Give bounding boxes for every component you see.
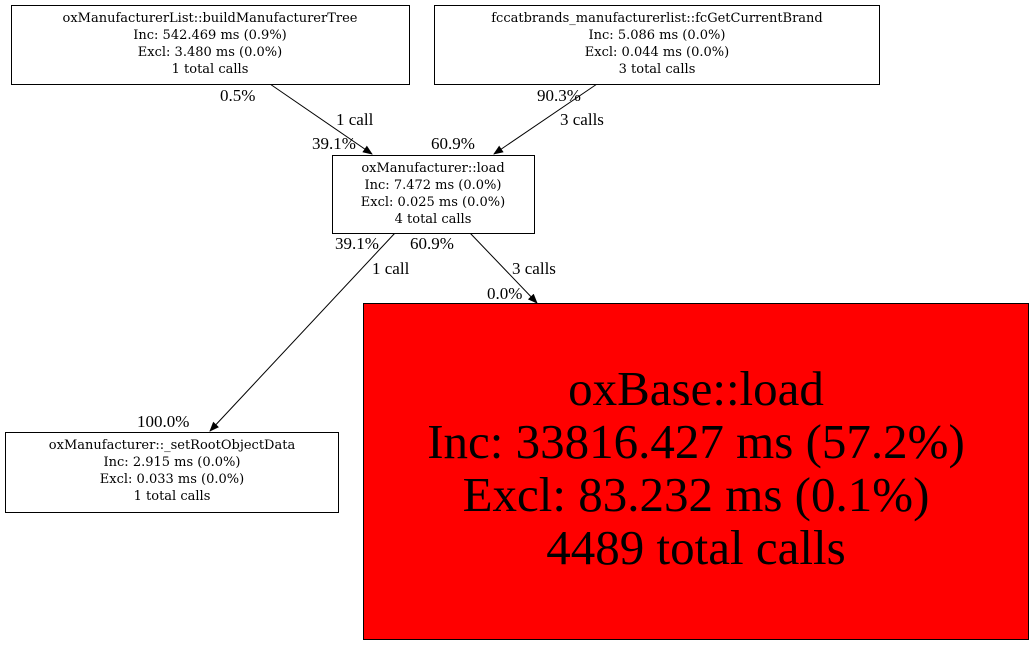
node-name: oxManufacturerList::buildManufacturerTre… <box>63 11 358 26</box>
node-excl: Excl: 0.033 ms (0.0%) <box>100 472 244 487</box>
node-name: oxBase::load <box>568 361 824 416</box>
node-base-load[interactable]: oxBase::load Inc: 33816.427 ms (57.2%) E… <box>363 303 1029 640</box>
edge-calls-label: 3 calls <box>560 110 604 129</box>
node-inc: Inc: 5.086 ms (0.0%) <box>589 28 726 43</box>
edge-brand-to-load <box>493 83 598 155</box>
edge-calls-label: 1 call <box>336 110 374 129</box>
node-calls: 1 total calls <box>134 489 211 504</box>
edge-load-to-root <box>209 232 396 432</box>
node-excl: Excl: 3.480 ms (0.0%) <box>138 45 282 60</box>
node-build-manufacturer-tree[interactable]: oxManufacturerList::buildManufacturerTre… <box>11 5 410 85</box>
edge-tail-label: 90.3% <box>537 86 581 105</box>
node-inc: Inc: 33816.427 ms (57.2%) <box>427 414 965 469</box>
node-calls: 4 total calls <box>395 212 472 227</box>
edge-tail-label: 39.1% <box>335 234 379 253</box>
node-excl: Excl: 0.044 ms (0.0%) <box>585 45 729 60</box>
edge-head-label: 39.1% <box>312 134 356 153</box>
node-inc: Inc: 542.469 ms (0.9%) <box>133 28 287 43</box>
node-name: oxManufacturer::load <box>361 161 504 176</box>
edge-head-label: 0.0% <box>487 284 522 303</box>
edge-head-label: 60.9% <box>431 134 475 153</box>
node-name: oxManufacturer::_setRootObjectData <box>49 438 296 453</box>
node-name: fccatbrands_manufacturerlist::fcGetCurre… <box>491 11 823 26</box>
edge-calls-label: 1 call <box>372 259 410 278</box>
node-manufacturer-load[interactable]: oxManufacturer::load Inc: 7.472 ms (0.0%… <box>332 155 535 234</box>
node-inc: Inc: 7.472 ms (0.0%) <box>365 178 502 193</box>
node-set-root-object-data[interactable]: oxManufacturer::_setRootObjectData Inc: … <box>5 432 339 513</box>
node-excl: Excl: 83.232 ms (0.1%) <box>463 467 930 522</box>
node-calls: 4489 total calls <box>546 520 845 575</box>
edge-build-to-load <box>269 83 373 155</box>
node-calls: 1 total calls <box>172 62 249 77</box>
node-excl: Excl: 0.025 ms (0.0%) <box>361 195 505 210</box>
node-calls: 3 total calls <box>619 62 696 77</box>
edge-tail-label: 60.9% <box>410 234 454 253</box>
node-fc-get-current-brand[interactable]: fccatbrands_manufacturerlist::fcGetCurre… <box>434 5 880 85</box>
edge-calls-label: 3 calls <box>512 259 556 278</box>
edge-tail-label: 0.5% <box>220 86 255 105</box>
node-inc: Inc: 2.915 ms (0.0%) <box>104 455 241 470</box>
edge-head-label: 100.0% <box>137 412 189 431</box>
edge-load-to-base <box>469 232 538 304</box>
